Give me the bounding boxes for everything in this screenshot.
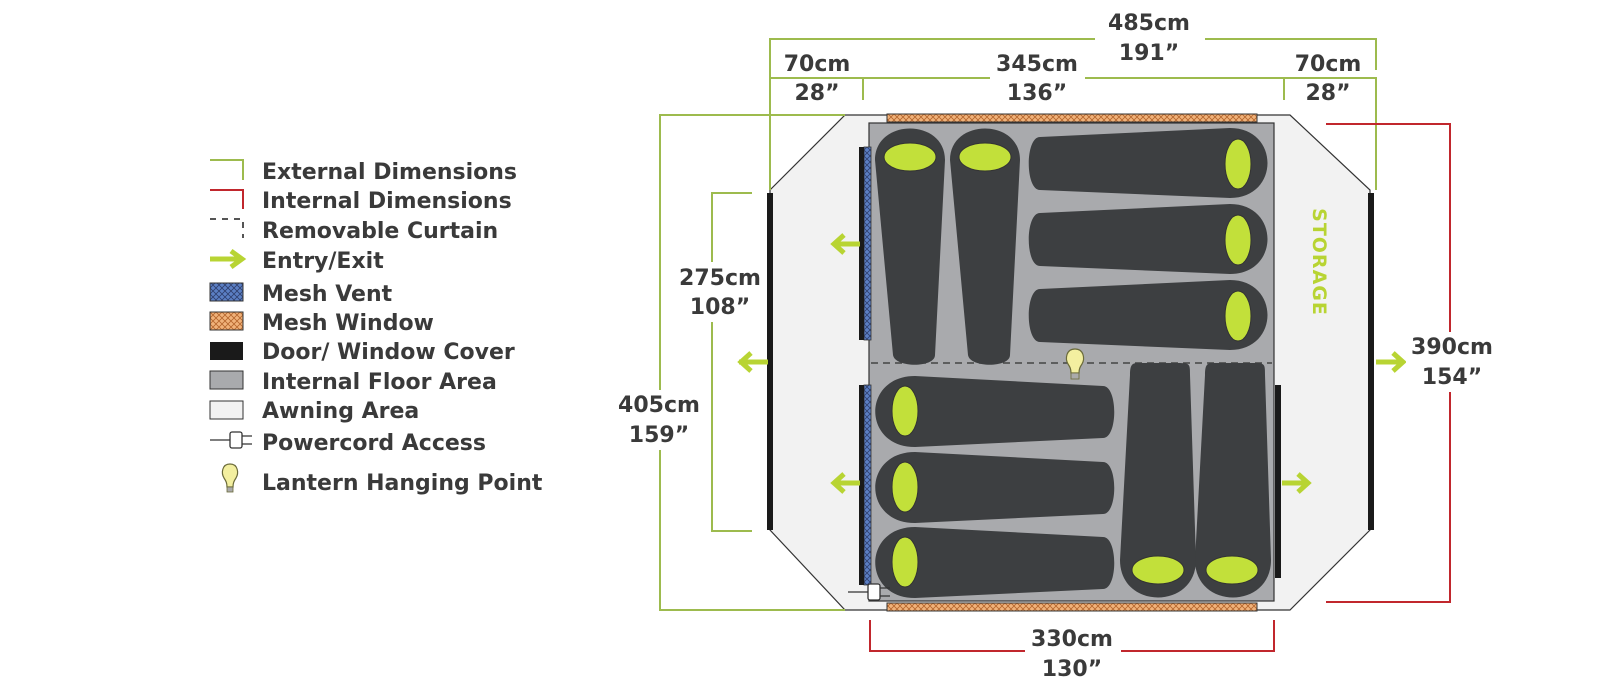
awning-area-icon	[209, 400, 244, 420]
legend-label-lantern: Lantern Hanging Point	[262, 471, 543, 496]
door-cover-inner-right	[1275, 385, 1281, 578]
legend-label-mesh-vent: Mesh Vent	[262, 282, 393, 307]
legend-label-awning: Awning Area	[262, 399, 419, 424]
sleeping-bag	[1028, 280, 1268, 350]
internal-dimension-icon	[210, 189, 244, 209]
dim-left-awning-in: 28”	[794, 81, 839, 106]
mesh-vent-icon	[209, 282, 244, 302]
door-cover-outer-left	[767, 193, 773, 530]
dim-internal-width-cm: 330cm	[1031, 627, 1113, 652]
dim-inner-height-in: 108”	[690, 295, 750, 320]
sleeping-bag	[875, 128, 945, 365]
sleeping-bag	[950, 128, 1020, 365]
door-cover-left-upper	[859, 147, 864, 340]
entry-arrow-icon	[210, 248, 247, 270]
entry-exit-arrow	[830, 233, 860, 255]
sleeping-bag	[1028, 128, 1268, 198]
dim-outer-height-in: 159”	[629, 423, 689, 448]
mesh-window-top	[886, 113, 1258, 123]
mesh-vent-lower	[863, 384, 872, 586]
powercord-access-icon	[848, 583, 890, 601]
lantern-hanging-point-icon	[1065, 348, 1085, 380]
legend-label-door-cover: Door/ Window Cover	[262, 340, 515, 365]
door-cover-left-lower	[859, 385, 864, 585]
external-dimension-icon	[210, 159, 244, 180]
floor-area-icon	[209, 370, 244, 390]
legend-label-mesh-window: Mesh Window	[262, 311, 434, 336]
powercord-icon	[210, 431, 252, 449]
curtain-icon	[210, 218, 244, 238]
storage-label: STORAGE	[1308, 208, 1330, 316]
lantern-icon	[221, 463, 239, 493]
sleeping-bag	[875, 452, 1115, 523]
dim-right-awning-in: 28”	[1305, 81, 1350, 106]
legend-label-powercord: Powercord Access	[262, 431, 486, 456]
sleeping-bag	[1028, 204, 1268, 274]
dim-middle-in: 136”	[1007, 81, 1067, 106]
legend-label-curtain: Removable Curtain	[262, 219, 498, 244]
dim-left-awning-cm: 70cm	[784, 52, 851, 77]
door-cover-outer-right	[1368, 193, 1374, 530]
sleeping-bag	[1120, 363, 1196, 598]
tent-diagram: STORAGE	[737, 113, 1407, 612]
dim-internal-height-cm: 390cm	[1411, 335, 1493, 360]
sleeping-bag	[875, 527, 1115, 598]
sleeping-bag	[875, 376, 1115, 447]
mesh-vent-upper	[863, 146, 872, 341]
dim-overall-width-cm: 485cm	[1108, 11, 1190, 36]
door-cover-icon	[210, 342, 243, 360]
dim-internal-height-in: 154”	[1422, 365, 1482, 390]
legend-label-entry: Entry/Exit	[262, 249, 384, 274]
legend-label-floor: Internal Floor Area	[262, 370, 497, 395]
legend-label-external: External Dimensions	[262, 160, 517, 185]
dim-outer-height-cm: 405cm	[618, 393, 700, 418]
dim-inner-height-cm: 275cm	[679, 266, 761, 291]
mesh-window-icon	[209, 311, 244, 331]
sleeping-bag	[1195, 363, 1271, 598]
dim-overall-width-in: 191”	[1119, 41, 1179, 66]
mesh-window-bottom	[886, 602, 1258, 612]
legend-label-internal: Internal Dimensions	[262, 189, 512, 214]
legend: External Dimensions Internal Dimensions …	[209, 159, 543, 496]
entry-exit-arrow	[737, 351, 768, 373]
entry-exit-arrow	[830, 472, 860, 494]
dim-right-awning-cm: 70cm	[1295, 52, 1362, 77]
entry-exit-arrow	[1376, 351, 1407, 373]
dim-internal-width-in: 130”	[1042, 657, 1102, 682]
dim-middle-cm: 345cm	[996, 52, 1078, 77]
entry-exit-arrow	[1282, 472, 1312, 494]
